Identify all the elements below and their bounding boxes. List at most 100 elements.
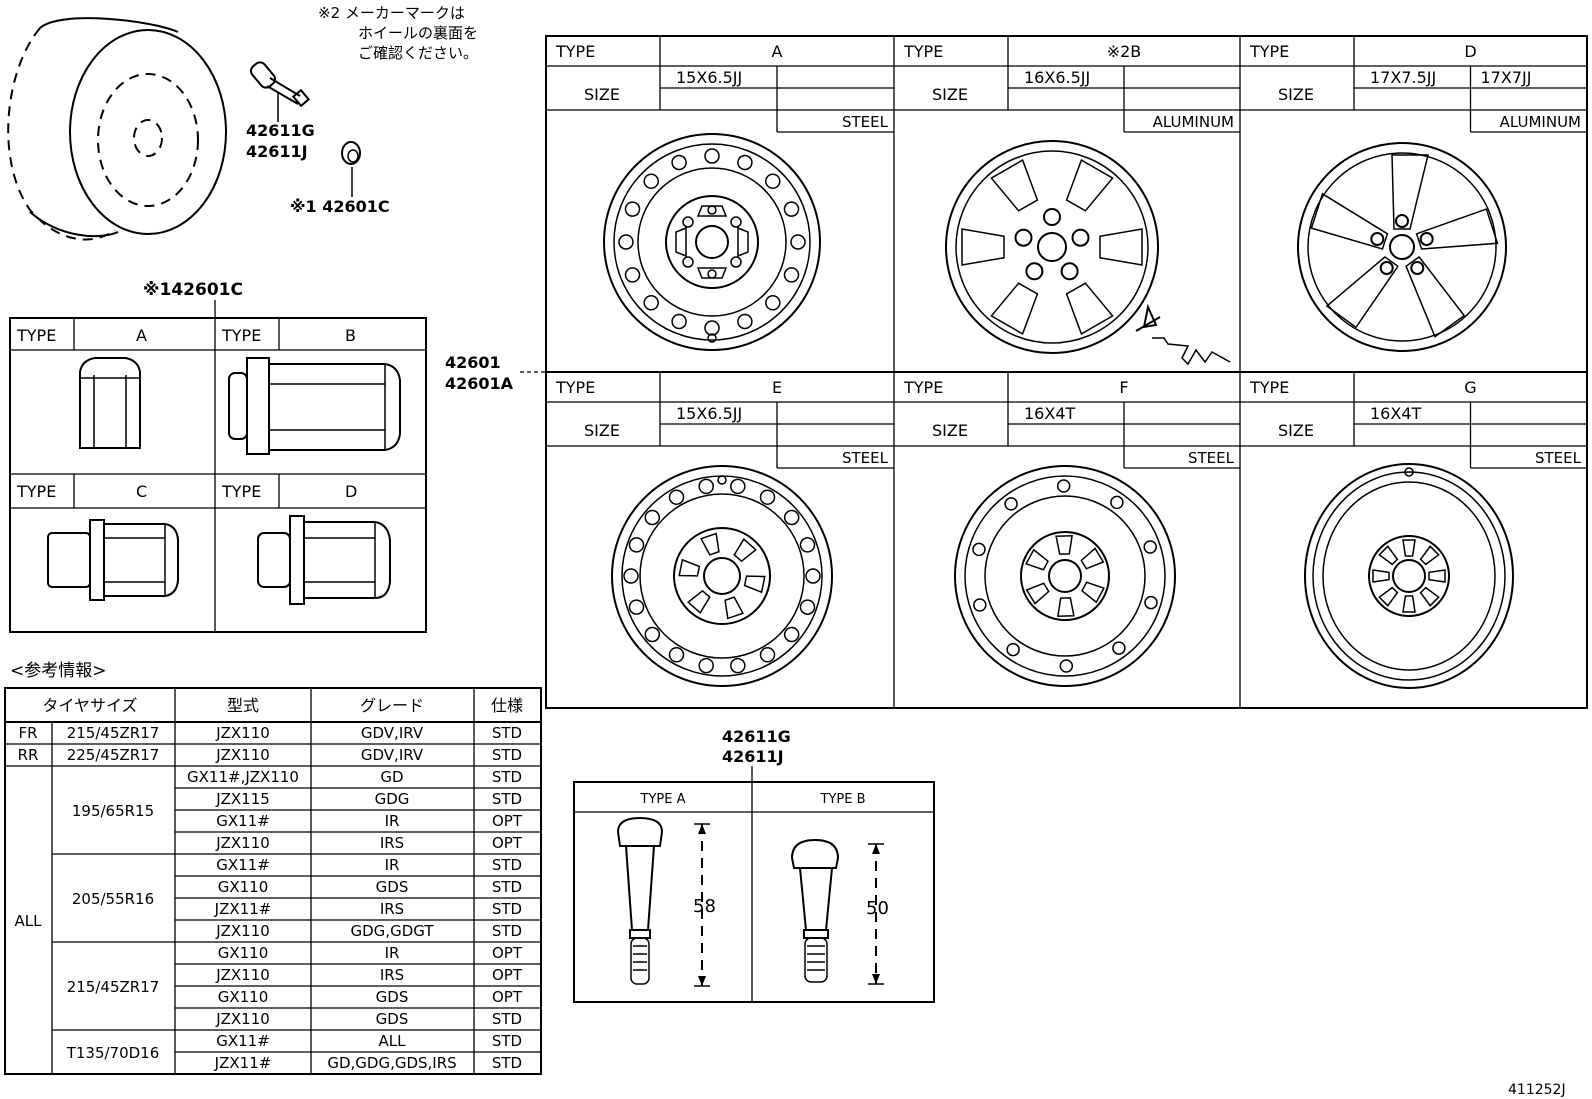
wheel-part-number: 42601A [445, 374, 514, 393]
wheel-type-value: A [772, 42, 783, 61]
reference-header: タイヤサイズ [42, 696, 137, 715]
reference-cell-model: GX11#,JZX110 [187, 768, 299, 786]
reference-cell-position: RR [18, 746, 39, 764]
valve-type-b-icon: 50 [790, 838, 889, 985]
diagram-id: 411252J [1508, 1082, 1566, 1098]
reference-cell-tire: 215/45ZR17 [67, 724, 160, 742]
wheel-size-value: 16X4T [1024, 404, 1076, 423]
valve-table: TYPE A TYPE B 58 [573, 781, 935, 1003]
reference-cell-tire: 215/45ZR17 [67, 978, 160, 996]
valve-dimension: 50 [866, 898, 889, 919]
reference-cell-spec: OPT [492, 988, 523, 1006]
reference-cell-spec: STD [492, 856, 522, 874]
reference-cell-grade: ALL [379, 1032, 407, 1050]
reference-cell-grade: GDS [376, 878, 409, 896]
note-2-line: ホイールの裏面を [358, 24, 478, 42]
reference-cell-model: JZX110 [215, 922, 270, 940]
wheel-size-label: SIZE [584, 85, 620, 104]
wheel-size-value: 15X6.5JJ [676, 404, 742, 423]
reference-cell-spec: STD [492, 922, 522, 940]
valve-table-title: 42611G [722, 727, 791, 746]
lug-nut-icon [341, 141, 361, 197]
reference-cell-model: JZX110 [215, 834, 270, 852]
nut-part-number: ※1 42601C [290, 197, 390, 216]
wheel-size-value: 16X4T [1370, 404, 1422, 423]
note-2-line: ※2 メーカーマークは [318, 4, 465, 22]
nut-type-value: B [345, 326, 356, 345]
wheel-type-value: ※2B [1107, 42, 1142, 61]
wheel-type-b-icon [945, 140, 1161, 354]
valve-part-number: 42611J [246, 142, 308, 161]
reference-cell-grade: GDG [375, 790, 410, 808]
reference-cell-spec: STD [492, 878, 522, 896]
wheel-type-label: TYPE [555, 378, 595, 397]
note-2-line: ご確認ください。 [358, 44, 478, 62]
reference-cell-spec: STD [492, 900, 522, 918]
reference-cell-model: GX11# [216, 1032, 270, 1050]
reference-cell-spec: OPT [492, 944, 523, 962]
wheel-type-label: TYPE [903, 378, 943, 397]
reference-cell-model: JZX115 [215, 790, 270, 808]
nut-type-b-icon [228, 357, 401, 455]
valve-stem-icon [249, 61, 311, 122]
wheel-size-label: SIZE [1278, 85, 1314, 104]
wheel-type-d-icon [1297, 142, 1507, 352]
reference-cell-grade: GDV,IRV [361, 746, 424, 764]
wheel-type-e-icon [611, 465, 833, 687]
reference-title: <参考情報> [10, 661, 107, 681]
reference-cell-tire: 195/65R15 [72, 802, 154, 820]
reference-cell-grade: IRS [380, 900, 404, 918]
wheel-size-label: SIZE [932, 421, 968, 440]
nut-type-label: TYPE [16, 482, 56, 501]
reference-cell-grade: IR [385, 856, 400, 874]
reference-cell-spec: STD [492, 1010, 522, 1028]
reference-cell-spec: STD [492, 724, 522, 742]
nut-type-value: C [136, 482, 147, 501]
wheel-type-a-icon [603, 133, 821, 351]
wheel-size-value: 16X6.5JJ [1024, 68, 1090, 87]
wheel-material: STEEL [842, 449, 889, 467]
nut-type-d-icon [257, 515, 391, 605]
valve-type-label: TYPE B [820, 792, 866, 807]
wheel-size-value: 15X6.5JJ [676, 68, 742, 87]
reference-cell-model: JZX110 [215, 966, 270, 984]
reference-cell-grade: GD,GDG,GDS,IRS [327, 1054, 456, 1072]
wheel-material: STEEL [1188, 449, 1235, 467]
nut-type-label: TYPE [221, 482, 261, 501]
wheel-type-value: E [772, 378, 782, 397]
wheel-type-value: D [1464, 42, 1476, 61]
reference-cell-position: FR [18, 724, 37, 742]
wheel-material: ALUMINUM [1500, 113, 1581, 131]
manufacturer-mark-icon [1152, 337, 1231, 366]
nut-type-a-icon [79, 357, 141, 449]
reference-cell-grade: IR [385, 812, 400, 830]
reference-cell-tire: 225/45ZR17 [67, 746, 160, 764]
reference-cell-spec: OPT [492, 834, 523, 852]
reference-cell-spec: STD [492, 768, 522, 786]
reference-cell-position: ALL [15, 912, 43, 930]
valve-part-number: 42611G [246, 121, 315, 140]
reference-cell-model: JZX11# [214, 900, 272, 918]
valve-table-title: 42611J [722, 747, 784, 766]
reference-cell-model: JZX110 [215, 1010, 270, 1028]
valve-type-label: TYPE A [640, 792, 686, 807]
nut-type-label: TYPE [221, 326, 261, 345]
wheel-part-number: 42601 [445, 353, 501, 372]
wheel-type-label: TYPE [903, 42, 943, 61]
reference-header: 型式 [227, 696, 259, 715]
reference-cell-model: JZX110 [215, 724, 270, 742]
wheel-material: ALUMINUM [1153, 113, 1234, 131]
wheel-size-label: SIZE [932, 85, 968, 104]
reference-cell-grade: GD [380, 768, 403, 786]
wheel-size-label: SIZE [1278, 421, 1314, 440]
wheel-size-label: SIZE [584, 421, 620, 440]
wheel-table: TYPE A SIZE 15X6.5JJ STEEL TYPE ※2B SIZE 16X6.5J… [545, 35, 1588, 709]
reference-cell-tire: T135/70D16 [66, 1044, 160, 1062]
reference-cell-grade: GDG,GDGT [351, 922, 435, 940]
nut-table-title: ※142601C [143, 280, 243, 300]
nut-type-label: TYPE [16, 326, 56, 345]
reference-cell-grade: IRS [380, 834, 404, 852]
reference-cell-spec: STD [492, 1054, 522, 1072]
valve-type-a-icon: 58 [616, 816, 716, 987]
reference-header: 仕様 [491, 696, 523, 715]
